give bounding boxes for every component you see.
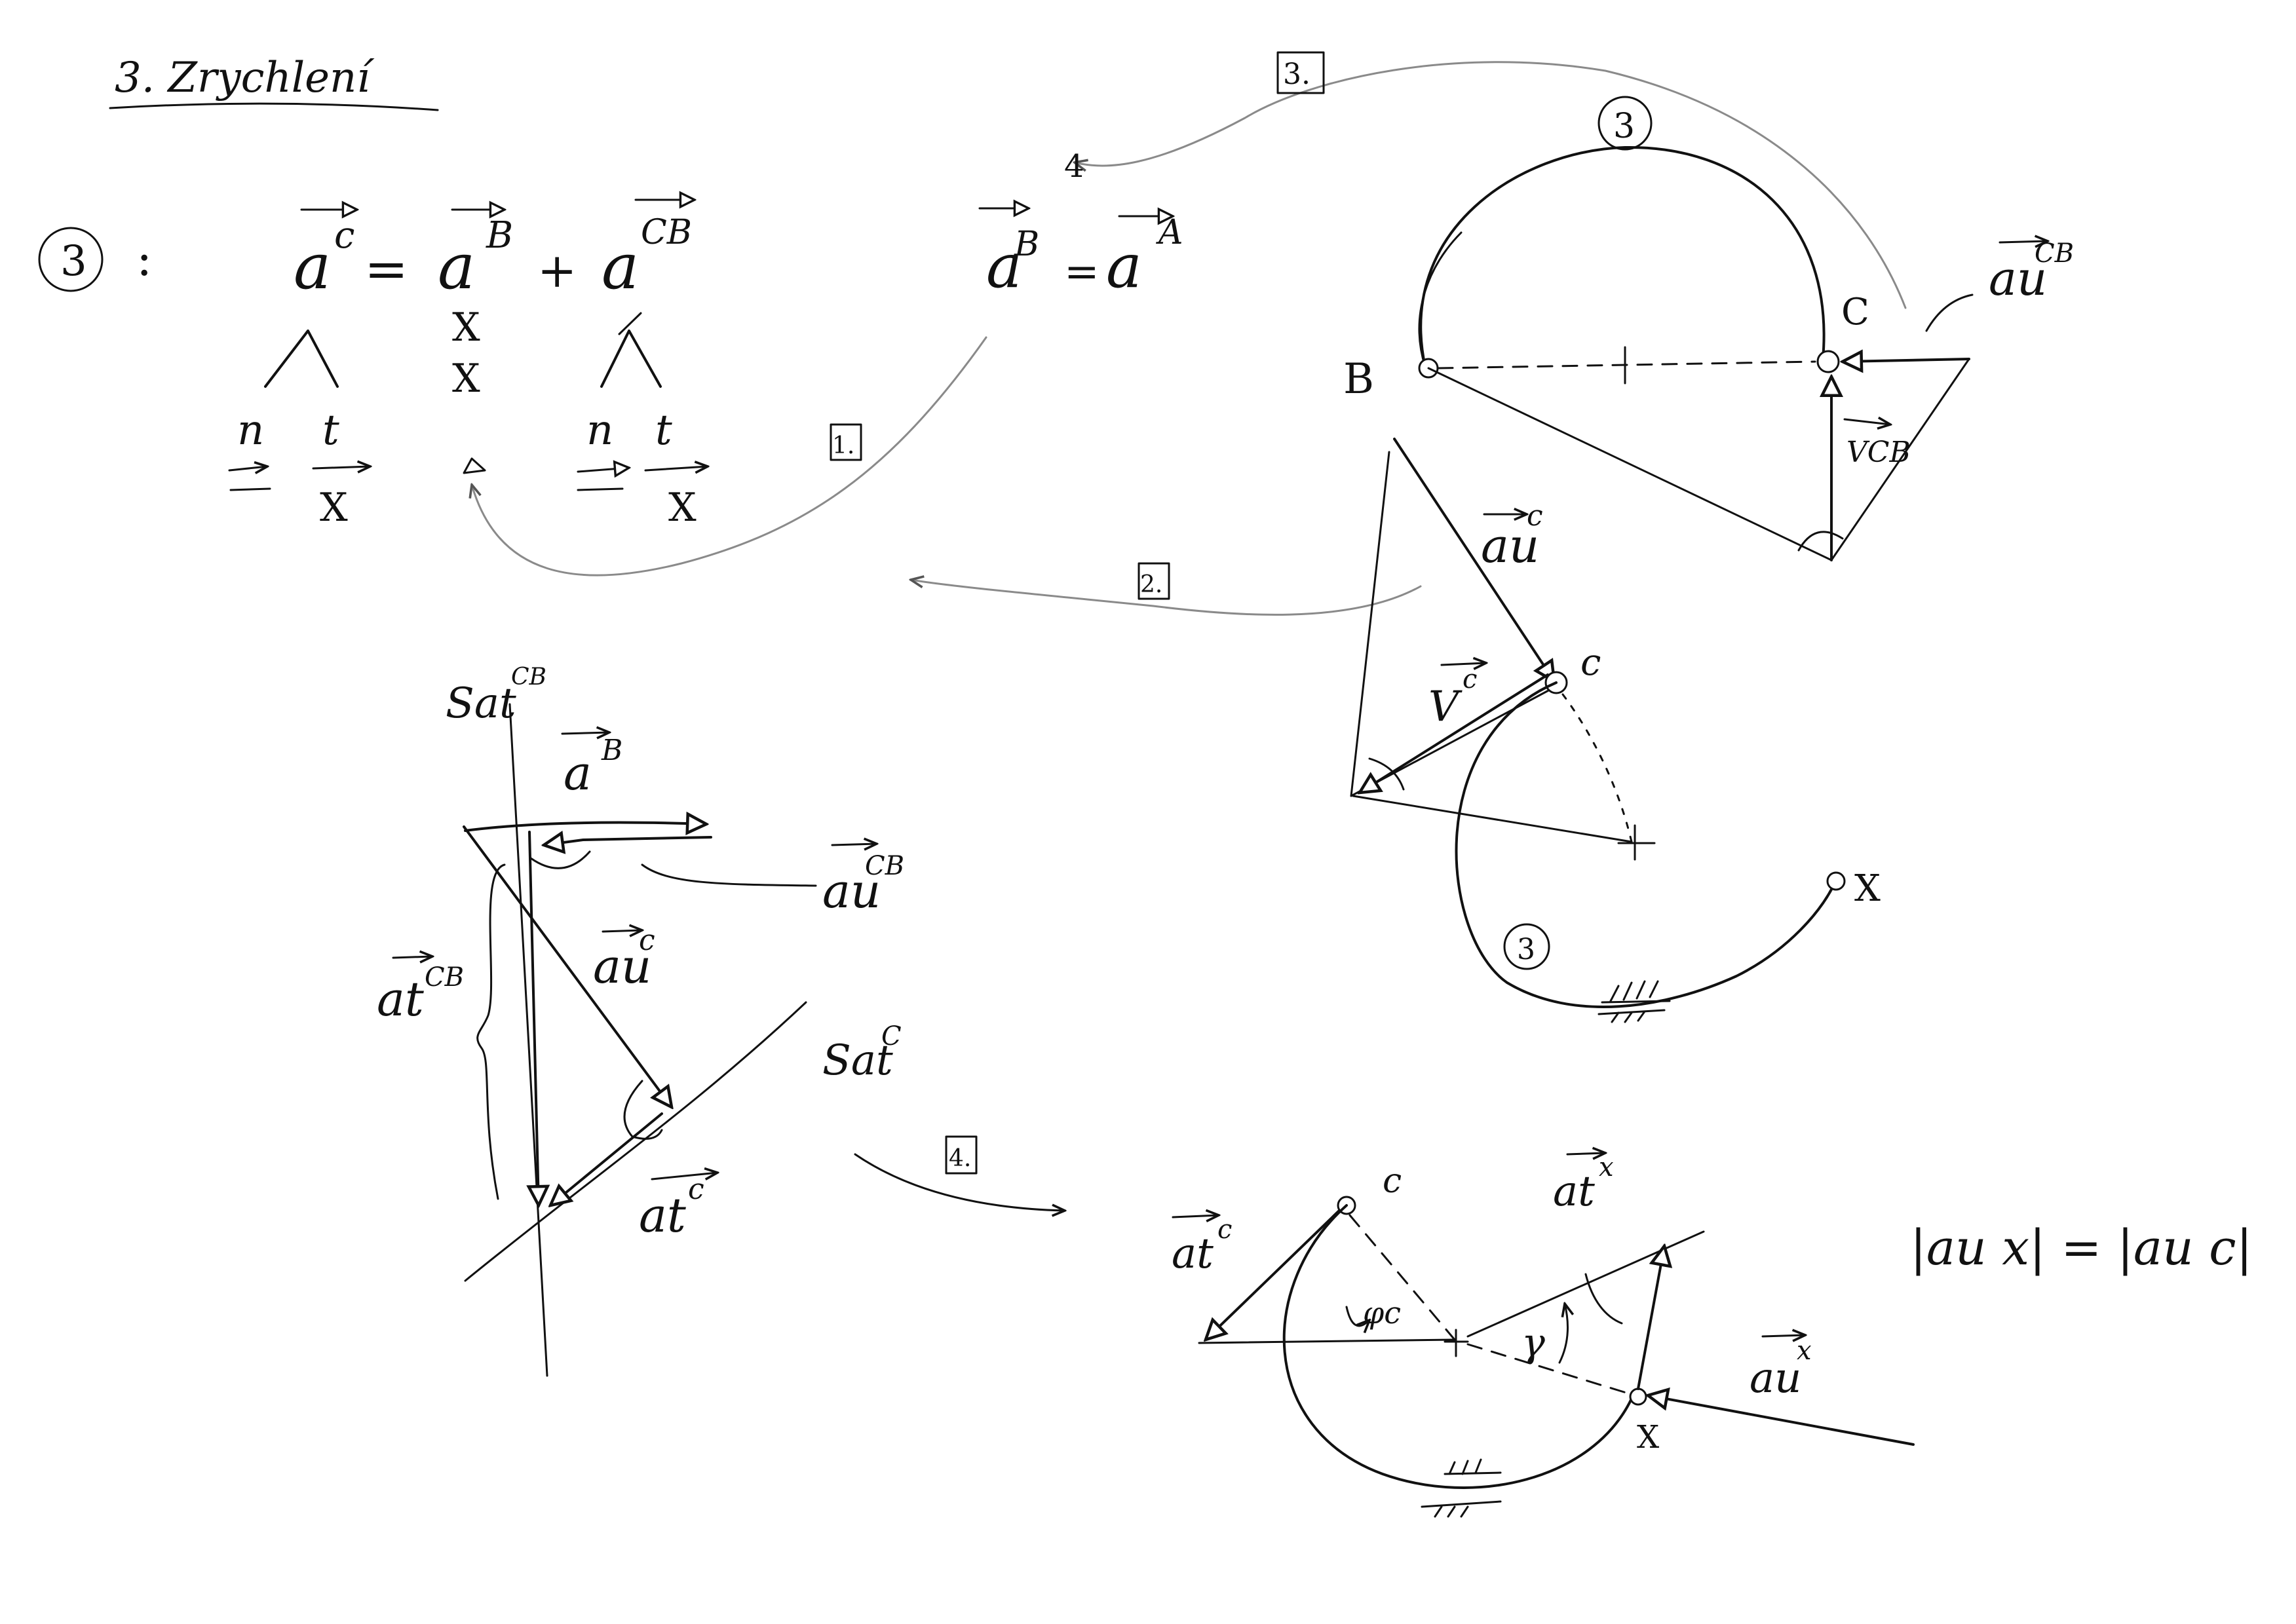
top-v-c-base: V — [1428, 683, 1463, 731]
left-s-at-c-base: Sat — [822, 1036, 893, 1085]
eq2-a-b-sup: B — [1014, 225, 1039, 264]
mechanism-top: 3 B C au CB VCB au c c V c — [1343, 96, 2074, 1023]
top-v-c-sup: c — [1463, 664, 1477, 694]
point-x-label: X — [1854, 867, 1881, 910]
bottom-point-c-label: c — [1383, 1161, 1402, 1201]
eq-c-n: n — [237, 406, 264, 455]
point-number-label: 3 — [60, 237, 87, 286]
step-3-label: 3. — [1283, 58, 1311, 91]
eq-cb-t-x: X — [668, 485, 697, 531]
step-1-connector: 1. — [472, 336, 987, 576]
point-c-rotated-label: c — [1580, 641, 1601, 684]
step-1-label: 1. — [832, 432, 854, 459]
arc-3-label: 3 — [1613, 107, 1635, 146]
bottom-a-t-c-sup: c — [1217, 1215, 1232, 1245]
acceleration-equation: 3 : a c = a B + a CB X X n t X n t X — [38, 200, 1183, 531]
bottom-point-x-label: X — [1637, 1419, 1659, 1456]
point-b-label: B — [1343, 355, 1374, 404]
arc-3-lower-label: 3 — [1517, 933, 1535, 966]
acceleration-polygon: Sat CB a B au CB at CB au c Sat C at c — [377, 664, 904, 1377]
left-a-t-cb-sup: CB — [425, 962, 464, 992]
eq-a-c-base: a — [294, 230, 331, 303]
step-2-connector: 2. — [911, 562, 1422, 616]
bottom-gamma-label: γ — [1521, 1320, 1545, 1366]
eq-cb-n: n — [586, 406, 613, 455]
point-c-label: C — [1841, 291, 1869, 333]
top-a-u-cb-base: au — [1989, 251, 2047, 306]
eq-a-b-sup: B — [486, 214, 513, 257]
left-a-u-c-sup: c — [639, 924, 655, 957]
step-3-tail-mark: 4 — [1064, 148, 1084, 185]
heading-text: 3. Zrychlení — [115, 54, 375, 102]
point-x — [1826, 871, 1846, 891]
eq2-a-b-base: a — [986, 231, 1022, 301]
eq-c-t-x: X — [320, 485, 348, 531]
left-a-t-cb-base: at — [377, 972, 425, 1027]
eq2-a-a-sup: A — [1156, 213, 1183, 252]
eq-b-x-upper: X — [452, 305, 480, 350]
equation-colon: : — [136, 231, 152, 286]
left-a-u-cb-base: au — [822, 863, 881, 918]
top-a-u-c-sup: c — [1527, 499, 1543, 533]
left-s-at-c-sup: C — [881, 1021, 902, 1051]
left-a-b-base: a — [564, 746, 592, 801]
bottom-a-t-c-base: at — [1172, 1230, 1214, 1278]
left-a-u-cb-sup: CB — [865, 851, 904, 881]
top-a-u-c-base: au — [1481, 518, 1539, 573]
eq-a-cb-base: a — [602, 230, 639, 303]
eq-cb-t: t — [655, 406, 672, 455]
eq-c-t: t — [322, 406, 339, 455]
left-a-t-c-sup: c — [688, 1173, 704, 1206]
bottom-a-u-x-sup: x — [1797, 1336, 1812, 1366]
bottom-phi-label: φc — [1363, 1295, 1401, 1331]
eq-b-x-lower: X — [452, 356, 480, 402]
top-v-cb: VCB — [1846, 436, 1911, 469]
left-a-b-sup: B — [601, 734, 622, 767]
eq2-equals: = — [1064, 248, 1100, 296]
page-heading: 3. Zrychlení — [109, 54, 439, 111]
left-a-t-c-base: at — [639, 1188, 687, 1243]
bottom-a-t-x-base: at — [1553, 1167, 1595, 1216]
left-a-u-c-base: au — [593, 939, 651, 994]
bottom-a-u-x-base: au — [1750, 1354, 1801, 1403]
joint-c — [1816, 350, 1840, 373]
step-2-label: 2. — [1140, 571, 1162, 598]
left-s-at-cb-sup: CB — [511, 664, 546, 690]
bottom-a-t-x-sup: x — [1599, 1152, 1614, 1182]
eq-a-b-base: a — [438, 230, 475, 303]
step-4-label: 4. — [949, 1145, 971, 1172]
top-a-u-cb-sup: CB — [2035, 238, 2074, 269]
bottom-point-x — [1629, 1388, 1647, 1406]
magnitude-equation: |au x| = |au c| — [1910, 1220, 2253, 1276]
eq-a-cb-sup: CB — [641, 213, 692, 252]
eq-equals: = — [364, 238, 408, 299]
eq-plus: + — [537, 243, 577, 298]
step-3-connector: 3. 4 — [1064, 51, 1907, 309]
eq2-a-a-base: a — [1106, 231, 1142, 301]
step-4-connector: 4. — [854, 1135, 1065, 1211]
left-s-at-cb-base: Sat — [446, 679, 516, 728]
eq-a-c-sup: c — [334, 214, 354, 257]
mechanism-bottom: at c c φc X γ at x au x |au x| = |au c| — [1172, 1152, 2253, 1518]
